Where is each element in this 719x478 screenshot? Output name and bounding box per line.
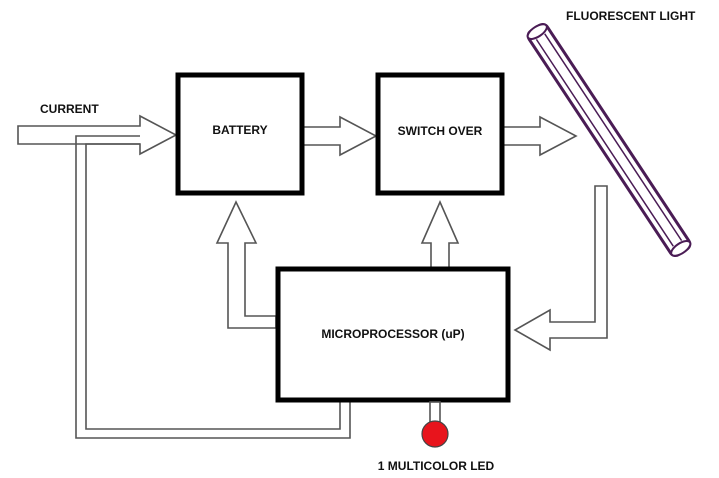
feedback-wire — [75, 135, 351, 439]
switch-to-light-arrow — [502, 115, 578, 157]
battery-to-switch-arrow — [302, 115, 378, 157]
microprocessor-to-switch-arrow — [420, 200, 460, 269]
microprocessor-to-battery-arrow — [215, 200, 277, 329]
current-label: CURRENT — [40, 102, 99, 116]
current-arrow — [17, 114, 178, 156]
light-to-microprocessor-arrow — [513, 185, 608, 352]
microprocessor-label: MICROPROCESSOR (uP) — [321, 327, 464, 341]
switch-over-box — [375, 72, 505, 196]
fluorescent-tube — [526, 23, 692, 257]
switch-over-label: SWITCH OVER — [398, 124, 483, 138]
battery-label: BATTERY — [212, 123, 267, 137]
led — [421, 401, 449, 448]
led-label: 1 MULTICOLOR LED — [378, 459, 495, 473]
microprocessor-box — [275, 266, 511, 403]
led-bulb — [421, 420, 449, 448]
fluorescent-light-label: FLUORESCENT LIGHT — [566, 9, 696, 23]
battery-box — [175, 72, 305, 196]
